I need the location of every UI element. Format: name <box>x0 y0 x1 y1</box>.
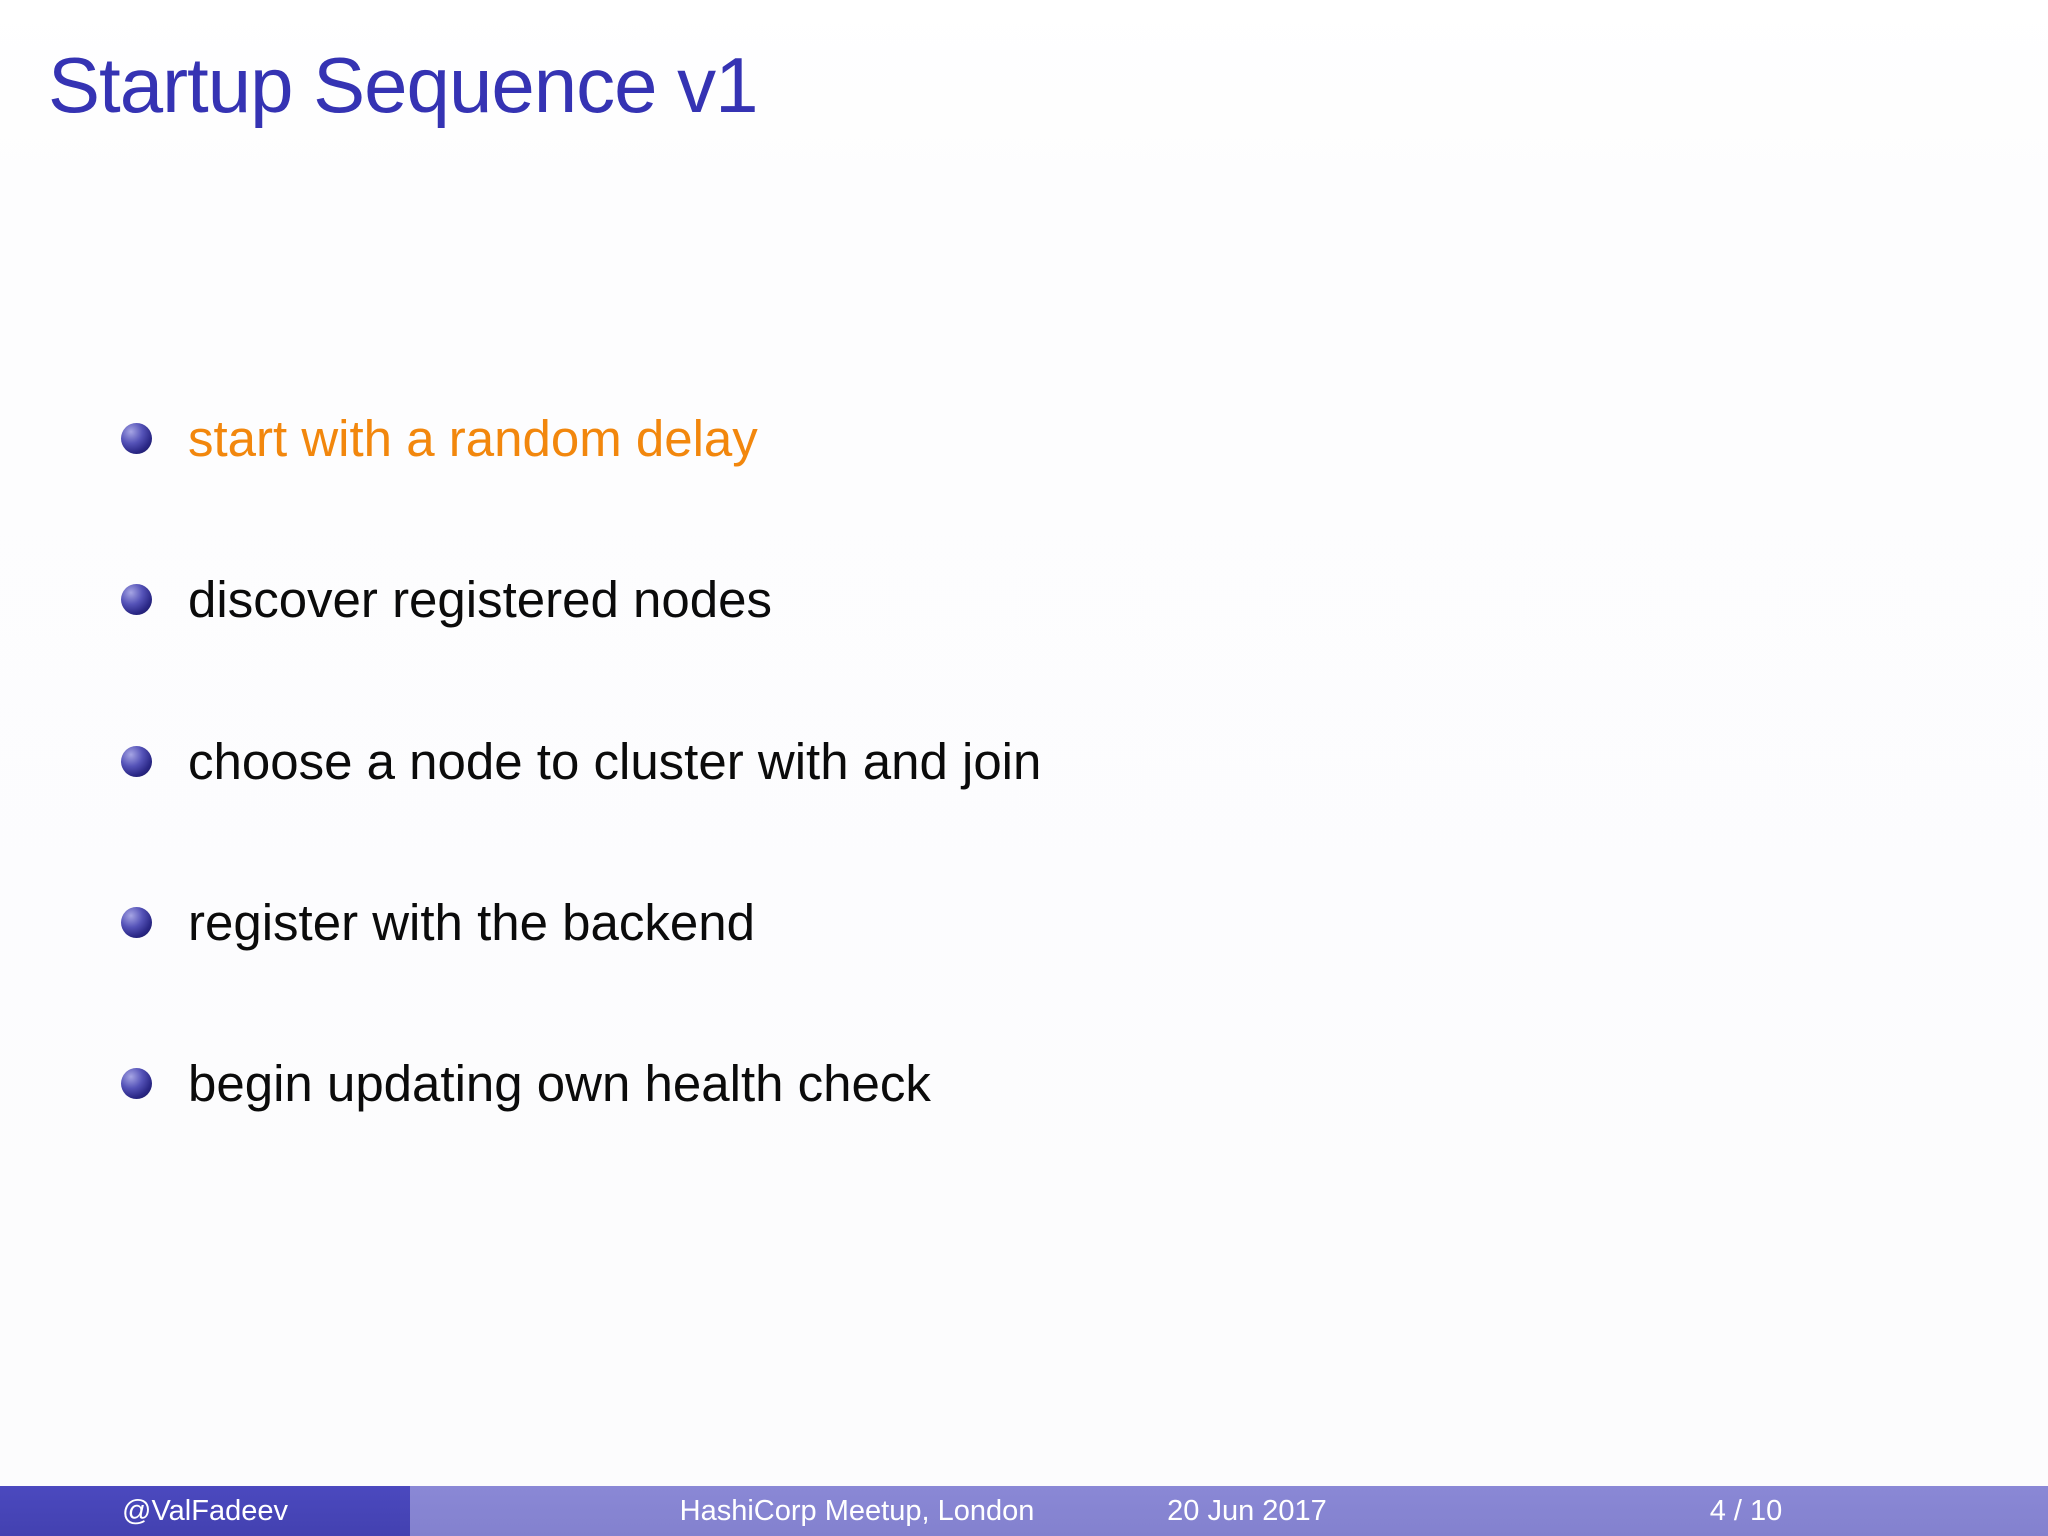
ball-bullet-icon <box>121 583 152 615</box>
bullet-label: start with a random delay <box>188 409 758 467</box>
list-item: begin updating own health check <box>121 1050 931 1116</box>
bullet-label: register with the backend <box>188 893 755 951</box>
list-item: choose a node to cluster with and join <box>121 728 1041 794</box>
footer-author-box: @ValFadeev <box>0 1486 410 1536</box>
list-item: discover registered nodes <box>121 566 772 632</box>
footer: @ValFadeev HashiCorp Meetup, London 20 J… <box>0 1486 2048 1536</box>
ball-bullet-icon <box>121 906 152 938</box>
footer-page-number: 4 / 10 <box>1709 1495 1783 1527</box>
footer-info-box <box>410 1486 2048 1536</box>
footer-date: 20 Jun 2017 <box>1167 1495 1327 1527</box>
footer-author: @ValFadeev <box>122 1495 288 1527</box>
list-item: start with a random delay <box>121 405 758 471</box>
ball-bullet-icon <box>121 422 152 454</box>
footer-event: HashiCorp Meetup, London <box>679 1495 1035 1527</box>
bullet-label: choose a node to cluster with and join <box>188 732 1042 790</box>
list-item: register with the backend <box>121 889 755 955</box>
page-title: Startup Sequence v1 <box>48 41 759 129</box>
ball-bullet-icon <box>121 745 152 777</box>
bullet-label: begin updating own health check <box>188 1054 931 1112</box>
ball-bullet-icon <box>121 1067 152 1099</box>
bullet-label: discover registered nodes <box>188 570 772 628</box>
